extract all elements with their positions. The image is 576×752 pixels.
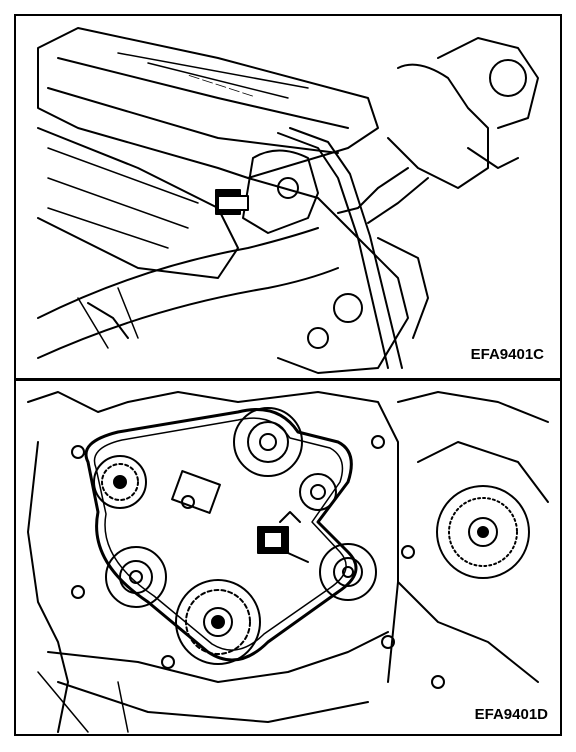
figure-frame: — — — — — xyxy=(14,14,562,736)
camshaft-position-sensor xyxy=(215,149,319,234)
crankshaft-sprocket xyxy=(175,579,261,665)
accessory-pulley xyxy=(436,485,530,579)
idler-pulley-top xyxy=(233,407,303,477)
panel-divider xyxy=(16,378,560,381)
svg-text:— — — — —: — — — — — xyxy=(187,69,255,101)
dipstick-tube xyxy=(277,127,403,369)
bottom-timing-illustration: EFA9401D xyxy=(18,382,558,734)
engine-block xyxy=(37,127,429,374)
right-bracket-hoses xyxy=(337,37,539,224)
tensioner-pulley xyxy=(299,473,337,511)
idler-pulley-left xyxy=(105,546,167,608)
bolts xyxy=(71,435,445,689)
top-engine-illustration: — — — — — xyxy=(18,18,558,378)
idler-pulley-right xyxy=(319,543,377,601)
camshaft-sprocket xyxy=(93,455,147,509)
intake-hose xyxy=(37,227,339,359)
figure-label-top: EFA9401C xyxy=(470,346,544,363)
figure-label-bottom: EFA9401D xyxy=(474,706,548,723)
timing-belt xyxy=(84,408,358,662)
crankshaft-position-sensor xyxy=(171,470,309,563)
engine-casing xyxy=(27,391,549,733)
valve-cover: — — — — — xyxy=(37,27,379,179)
